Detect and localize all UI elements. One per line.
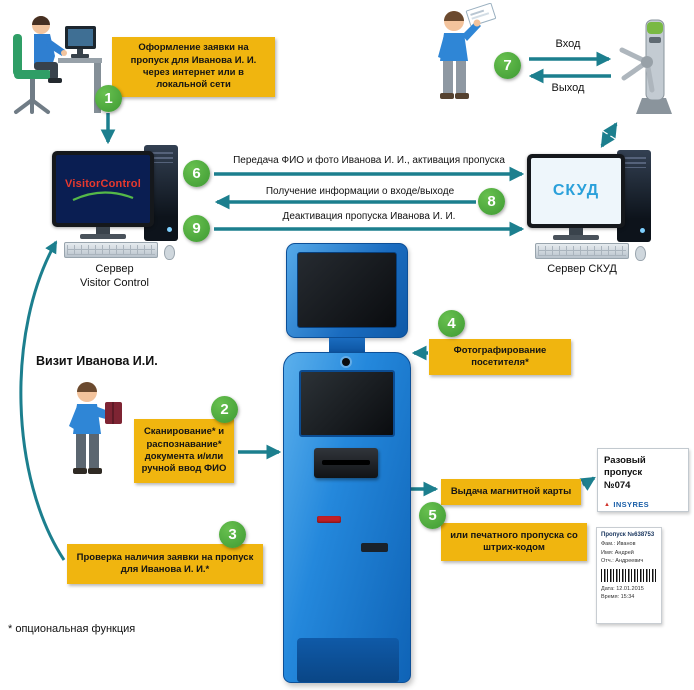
kiosk-card-slot: [317, 516, 341, 523]
clerk-figure: [8, 4, 103, 119]
pass-card-title: Разовый пропуск: [604, 455, 646, 479]
skud-server-caption: Сервер СКУД: [547, 263, 617, 275]
pass-card-brand: INSYRES: [613, 500, 650, 510]
note-step2-text: Сканирование* и распознавание* документа…: [141, 426, 227, 475]
skud-server: СКУД: [527, 150, 657, 262]
barcode-icon: [601, 568, 657, 582]
step-badge-5: 5: [419, 502, 446, 529]
vc-caption-line2: Visitor Control: [80, 277, 149, 290]
visitor-control-server: VisitorControl: [52, 145, 182, 260]
printed-pass-field3: Отч.: Андреевич: [601, 558, 644, 565]
note-step5-paper-text: или печатного пропуска со штрих-кодом: [450, 529, 578, 553]
vc-mouse-icon: [164, 245, 175, 260]
visitor-with-card-figure: [424, 3, 496, 113]
arrow-turnstile-skud: [600, 122, 618, 148]
step-badge-6: 6: [183, 160, 210, 187]
step-badge-2: 2: [211, 396, 238, 423]
footnote: * опциональная функция: [8, 623, 136, 635]
arrow-card-out: [579, 476, 596, 491]
kiosk-body: [283, 352, 411, 683]
note-step1: Оформление заявки на пропуск для Иванова…: [112, 37, 275, 97]
skud-logo: СКУД: [552, 182, 600, 199]
note-step4: Фотографирование посетителя*: [429, 339, 571, 375]
note-step5-card-text: Выдача магнитной карты: [450, 485, 572, 497]
kiosk-printer-slot: [361, 543, 388, 552]
kiosk-touchscreen: [299, 370, 395, 437]
visitor-with-passport-figure: [55, 376, 135, 486]
step-badge-4: 4: [438, 310, 465, 337]
skud-mouse-icon: [635, 246, 646, 261]
visit-title: Визит Иванова И.И.: [36, 354, 158, 368]
kiosk-camera-icon: [342, 358, 350, 366]
step-badge-9: 9: [183, 215, 210, 242]
skud-monitor-icon: СКУД: [527, 154, 625, 228]
note-step5-card: Выдача магнитной карты: [441, 479, 581, 505]
step-badge-8: 8: [478, 188, 505, 215]
kiosk-card-dispenser: [314, 448, 378, 478]
insyres-logo-icon: ▲: [604, 501, 611, 508]
visitorcontrol-logo: VisitorControl: [65, 177, 141, 190]
kiosk-top-screen: [297, 252, 397, 328]
label-entry: Вход: [555, 38, 581, 50]
printed-pass-field2: Имя: Андрей: [601, 549, 634, 556]
magnetic-pass-card: Разовый пропуск №074 ▲ INSYRES: [597, 448, 689, 512]
pass-card-number: №074: [604, 479, 631, 491]
note-step2: Сканирование* и распознавание* документа…: [134, 419, 234, 483]
kiosk-card-dispenser-slot: [322, 460, 370, 465]
printed-pass-date: Дата: 12.01.2015: [601, 585, 644, 592]
kiosk-base: [297, 638, 399, 682]
label-step6: Передача ФИО и фото Иванова И. И., актив…: [233, 155, 505, 166]
note-step3-text: Проверка наличия заявки на пропуск для И…: [76, 551, 254, 575]
kiosk-top-display: [286, 243, 408, 338]
step-badge-3: 3: [219, 521, 246, 548]
label-exit: Выход: [551, 82, 585, 94]
label-step9: Деактивация пропуска Иванова И. И.: [282, 211, 456, 222]
printed-pass-field1: Фам.: Иванов: [601, 541, 636, 547]
note-step4-text: Фотографирование посетителя*: [453, 344, 547, 368]
printed-pass-title: Пропуск №638753: [601, 532, 655, 538]
step-badge-7: 7: [494, 52, 521, 79]
note-step5-paper: или печатного пропуска со штрих-кодом: [441, 523, 587, 561]
vc-logo-swoosh-icon: [72, 190, 134, 201]
vc-monitor-icon: VisitorControl: [52, 151, 154, 227]
vc-keyboard-icon: [64, 242, 158, 258]
printed-pass-time: Время: 15:34: [601, 594, 635, 601]
vc-server-caption: Сервер Visitor Control: [52, 262, 177, 291]
vc-caption-line1: Сервер: [95, 263, 134, 275]
skud-keyboard-icon: [535, 243, 629, 259]
step-badge-1: 1: [95, 85, 122, 112]
label-step8: Получение информации о входе/выходе: [265, 186, 455, 197]
turnstile-icon: [616, 6, 688, 118]
note-step1-text: Оформление заявки на пропуск для Иванова…: [130, 42, 257, 91]
printed-pass: Пропуск №638753 Фам.: Иванов Имя: Андрей…: [596, 527, 662, 624]
kiosk-neck: [329, 338, 365, 353]
note-step3: Проверка наличия заявки на пропуск для И…: [67, 544, 263, 584]
self-service-kiosk: [283, 243, 411, 683]
